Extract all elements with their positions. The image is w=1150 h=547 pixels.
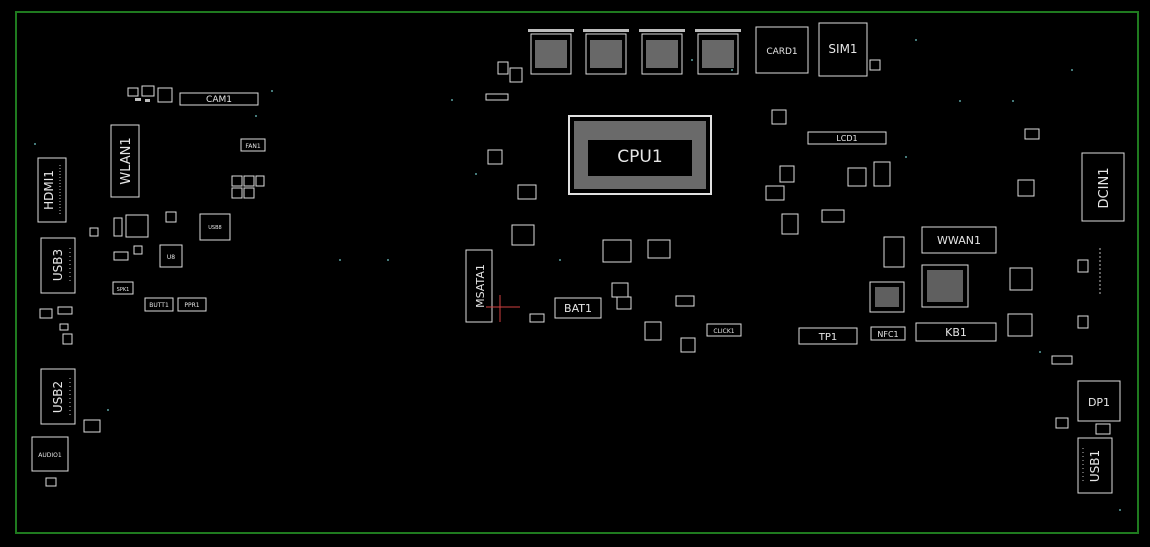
memory-chips bbox=[528, 29, 741, 75]
wwan-label: WWAN1 bbox=[937, 234, 981, 247]
lcd-label: LCD1 bbox=[836, 134, 857, 143]
fan-connector[interactable]: FAN1 bbox=[240, 138, 266, 152]
click-connector[interactable]: CLICK1 bbox=[706, 323, 742, 337]
usb3-port[interactable]: USB3 bbox=[40, 237, 76, 294]
board-outline bbox=[15, 11, 1139, 534]
ppr-connector[interactable]: PPR1 bbox=[177, 297, 207, 312]
cpu-label: CPU1 bbox=[617, 147, 662, 167]
right-edge-connector bbox=[1051, 248, 1101, 365]
hdmi-port[interactable]: HDMI1 bbox=[37, 157, 67, 223]
cam-label: CAM1 bbox=[206, 95, 232, 105]
card-label: CARD1 bbox=[766, 47, 797, 57]
dc-in-jack[interactable]: DCIN1 bbox=[1081, 152, 1125, 222]
card-reader-slot[interactable]: CARD1 bbox=[755, 26, 809, 74]
wwan-connector[interactable]: WWAN1 bbox=[921, 226, 997, 254]
center-component-cluster bbox=[485, 59, 891, 353]
usb1-port[interactable]: USB1 bbox=[1077, 437, 1113, 494]
tp-label: TP1 bbox=[818, 332, 838, 343]
spk-connector[interactable]: SPK1 bbox=[112, 281, 134, 295]
usb2-port[interactable]: USB2 bbox=[40, 368, 76, 425]
usb8-label: USB8 bbox=[208, 225, 221, 231]
msata-label: MSATA1 bbox=[474, 264, 487, 308]
nfc-label: NFC1 bbox=[877, 330, 898, 339]
nfc-connector[interactable]: NFC1 bbox=[870, 326, 906, 341]
lcd-connector[interactable]: LCD1 bbox=[807, 131, 887, 145]
battery-connector[interactable]: BAT1 bbox=[554, 297, 602, 319]
cam-connector[interactable]: CAM1 bbox=[179, 92, 259, 106]
audio-label: AUDIO1 bbox=[38, 452, 62, 459]
usb3-label: USB3 bbox=[51, 249, 65, 281]
bat-label: BAT1 bbox=[564, 302, 592, 315]
wlan-connector[interactable]: WLAN1 bbox=[110, 124, 140, 198]
vias bbox=[34, 39, 1121, 511]
spk-label: SPK1 bbox=[117, 287, 130, 293]
click-label: CLICK1 bbox=[713, 328, 734, 335]
u8-label: U8 bbox=[167, 254, 175, 261]
dcin-label: DCIN1 bbox=[1097, 168, 1112, 209]
left-small-parts bbox=[39, 306, 101, 487]
hdmi-label: HDMI1 bbox=[42, 170, 56, 210]
cam-area-parts bbox=[127, 85, 173, 103]
left-component-cluster: U8 USB8 bbox=[89, 175, 265, 268]
butt-connector[interactable]: BUTT1 bbox=[144, 297, 174, 312]
kb-label: KB1 bbox=[945, 326, 967, 339]
msata-connector[interactable]: MSATA1 bbox=[465, 249, 520, 323]
usb2-label: USB2 bbox=[51, 381, 65, 413]
audio-jack[interactable]: AUDIO1 bbox=[31, 436, 69, 472]
keyboard-connector[interactable]: KB1 bbox=[915, 322, 997, 342]
fan-label: FAN1 bbox=[245, 143, 260, 150]
cpu-package: CPU1 bbox=[568, 115, 712, 195]
right-center-ics bbox=[869, 128, 1040, 337]
sim-label: SIM1 bbox=[828, 42, 857, 56]
displayport[interactable]: DP1 bbox=[1077, 380, 1121, 422]
right-small-parts bbox=[1055, 417, 1111, 435]
butt-label: BUTT1 bbox=[149, 302, 169, 309]
ppr-label: PPR1 bbox=[184, 302, 199, 309]
dp-label: DP1 bbox=[1088, 396, 1110, 409]
sim-slot[interactable]: SIM1 bbox=[818, 22, 868, 77]
usb1-label: USB1 bbox=[1088, 450, 1102, 482]
touchpad-connector[interactable]: TP1 bbox=[798, 327, 858, 345]
wlan-label: WLAN1 bbox=[119, 137, 134, 184]
